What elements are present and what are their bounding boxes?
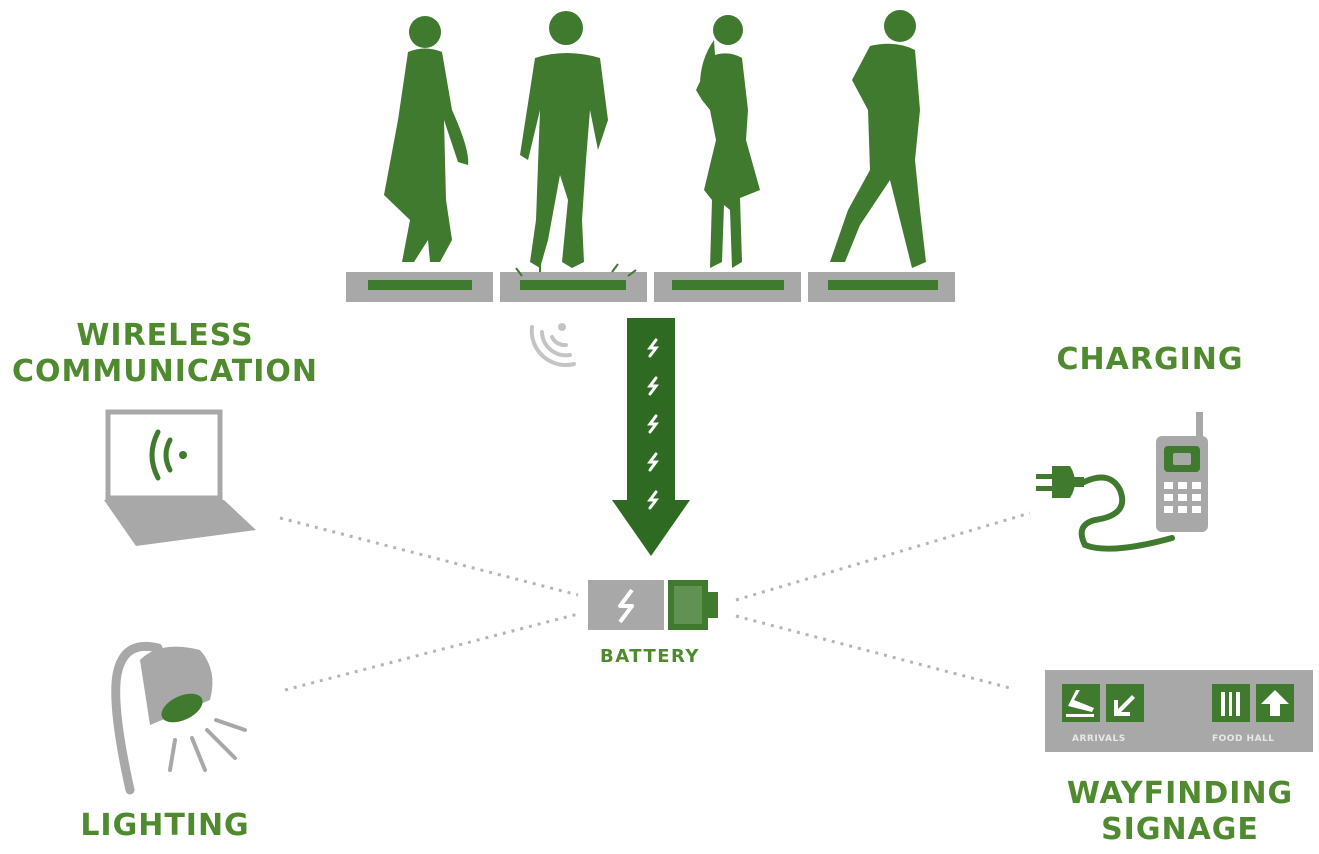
wayfinding-signage-label: WAYFINDING SIGNAGE xyxy=(1045,776,1315,848)
wayfinding-sign-icon xyxy=(1045,670,1313,752)
lighting-label: LIGHTING xyxy=(80,808,250,843)
person-2-icon xyxy=(520,11,608,268)
wireless-communication-label: WIRELESS COMMUNICATION xyxy=(10,318,320,390)
connector-lines xyxy=(279,511,1031,692)
wireless-label-line-2: COMMUNICATION xyxy=(12,354,318,389)
wireless-label-line-1: WIRELESS xyxy=(76,318,254,353)
plug-icon xyxy=(1036,466,1175,552)
person-1-icon xyxy=(384,16,469,262)
person-3-icon xyxy=(696,15,760,268)
energy-arrow-icon xyxy=(612,318,690,556)
battery-label: BATTERY xyxy=(600,646,700,667)
lamp-icon xyxy=(111,641,247,795)
floor-tiles xyxy=(346,263,955,302)
person-4-icon xyxy=(830,10,926,268)
battery-icon xyxy=(588,580,718,630)
charging-label: CHARGING xyxy=(1056,342,1244,377)
wifi-icon xyxy=(529,323,576,367)
laptop-icon xyxy=(104,409,256,546)
wayfinding-label-line-2: SIGNAGE xyxy=(1101,812,1259,847)
sign-caption-food-hall: FOOD HALL xyxy=(1212,734,1275,744)
wayfinding-label-line-1: WAYFINDING xyxy=(1066,776,1294,811)
sign-caption-arrivals: ARRIVALS xyxy=(1072,734,1126,744)
mobile-phone-icon xyxy=(1156,412,1208,532)
